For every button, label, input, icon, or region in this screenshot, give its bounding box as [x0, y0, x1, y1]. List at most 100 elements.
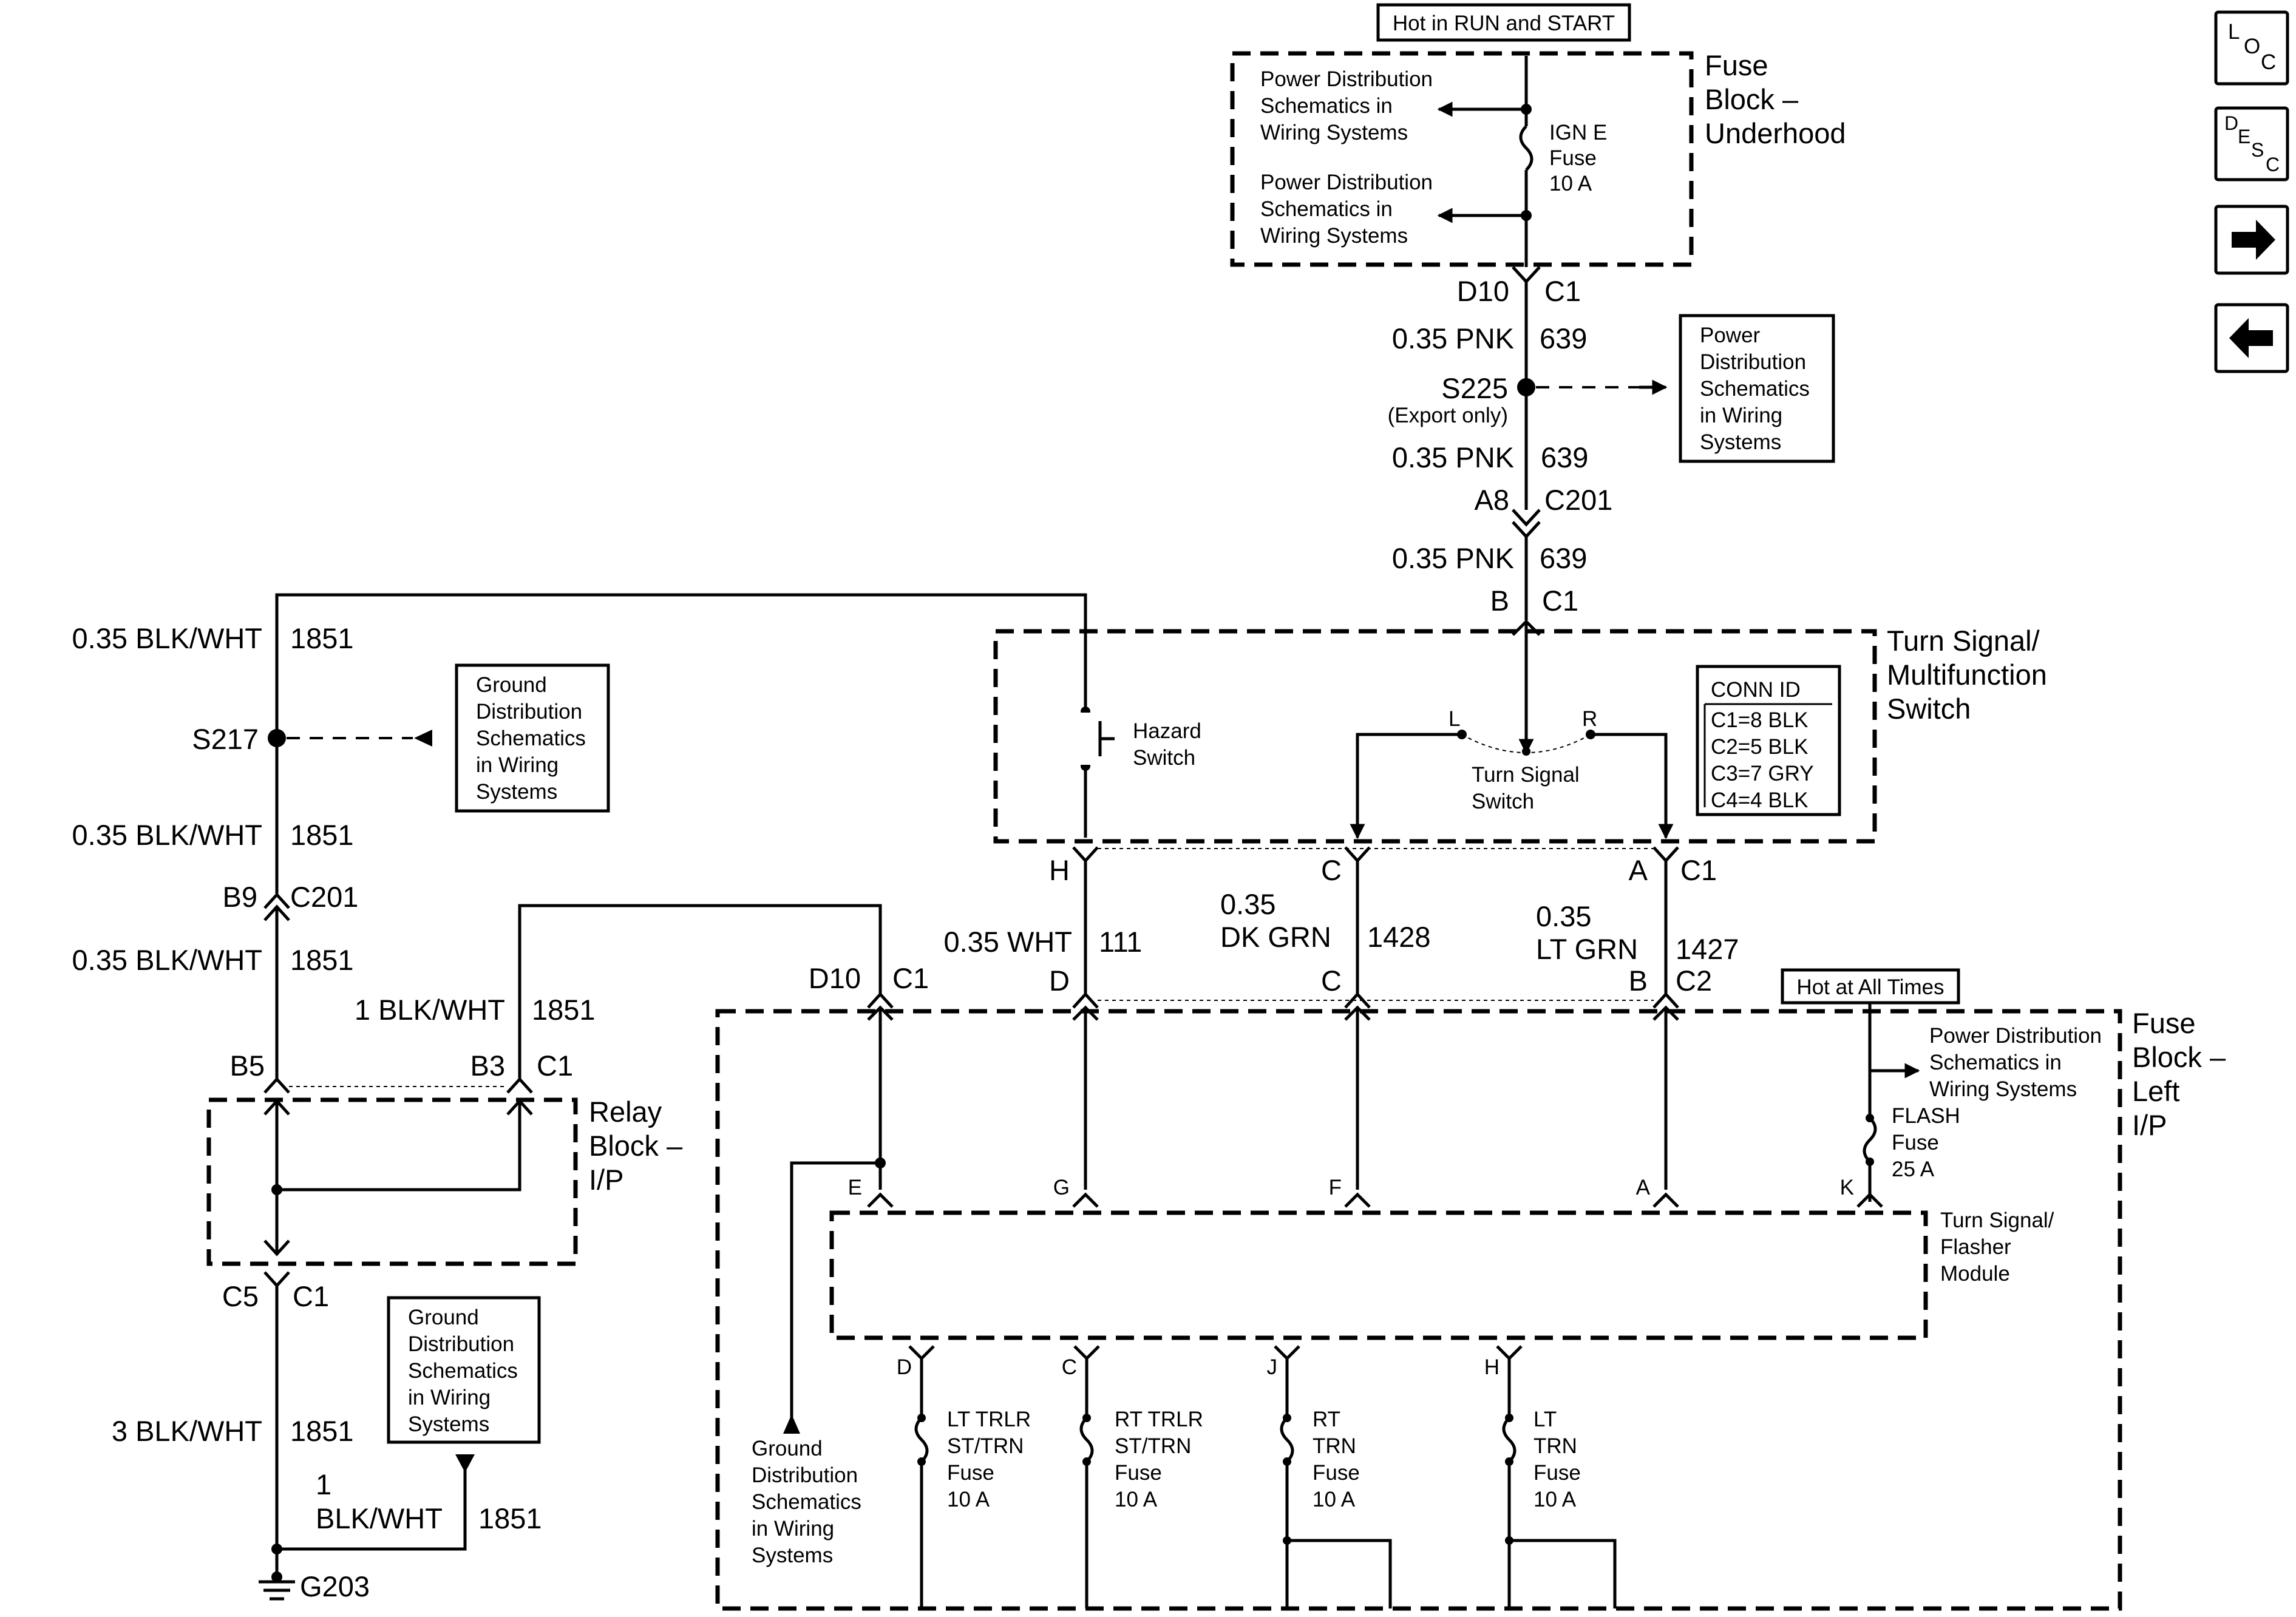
module-pin-e: E [848, 1176, 862, 1199]
fbl-power-ref-1: Power Distribution [1929, 1024, 2102, 1048]
desc-letter-s: S [2251, 139, 2264, 161]
conn2-conn: C201 [1544, 484, 1612, 516]
fuse-block-underhood-outline [1230, 51, 1694, 267]
arrow-right-icon [2232, 220, 2275, 260]
hazard-gap [1078, 713, 1093, 765]
s217-ground-ref-2: Distribution [476, 700, 582, 724]
conn-id-c3: C3=7 GRY [1711, 762, 1814, 785]
ltgrn-gauge: 0.35 [1536, 900, 1591, 932]
flasher-module-title-2: Flasher [1940, 1235, 2011, 1259]
splice-s225 [1517, 378, 1535, 396]
wire-top-gauge: 0.35 BLK/WHT [72, 622, 262, 654]
node-dot [917, 1414, 926, 1422]
splice-power-ref-1: Power [1700, 324, 1761, 347]
ground-g203-label: G203 [300, 1570, 370, 1602]
splice-s217-label: S217 [192, 723, 259, 755]
fuse3-label-2: TRN [1313, 1434, 1356, 1458]
loc-button-frame [2214, 10, 2289, 86]
wire-1blk-circuit: 1851 [532, 994, 596, 1026]
fuse3-label-1: RT [1313, 1408, 1340, 1431]
wire2-circuit: 639 [1541, 441, 1588, 473]
conn1-conn: C1 [1544, 275, 1581, 307]
loc-letter-c: C [2261, 50, 2276, 74]
switch-pin-c: C [1321, 854, 1342, 886]
fbl-title-1: Fuse [2132, 1007, 2196, 1039]
wire-g-1851 [277, 1469, 467, 1551]
switch-conn-c1: C1 [1680, 854, 1717, 886]
d10-pin: D10 [809, 962, 861, 994]
fuse4-label-3: Fuse [1533, 1461, 1581, 1485]
ltgrn-pin: B [1629, 964, 1648, 997]
fuse3-label-3: Fuse [1313, 1461, 1360, 1485]
wire-g-gauge: 1 [316, 1468, 331, 1500]
fbl-title-3: Left [2132, 1075, 2179, 1107]
output-wires: 0.35 WHT 111 0.35 DK GRN 1428 0.35 LT GR… [809, 861, 1739, 1009]
relay-bottom-arrow [263, 1239, 290, 1256]
splice-s225-label: S225 [1441, 372, 1508, 404]
module-top-pins [867, 1192, 1883, 1208]
conn3-conn: C1 [1542, 585, 1578, 617]
ign-e-fuse-label-2: Fuse [1549, 146, 1597, 170]
node-dot [1082, 1457, 1091, 1466]
g203-ground-ref-1: Ground [408, 1306, 479, 1329]
wire-low-gauge: 0.35 BLK/WHT [72, 944, 262, 976]
ground-icon [259, 1580, 295, 1601]
lower-pin-j: J [1267, 1355, 1278, 1379]
ign-e-fuse-symbol [1519, 125, 1533, 171]
g203-ground-ref-2: Distribution [408, 1332, 514, 1356]
g203-ground-ref-arrow [455, 1454, 475, 1473]
node-dot [271, 1544, 282, 1554]
hot-run-start-label-box [1376, 3, 1631, 42]
module-pin-k: K [1840, 1176, 1854, 1199]
ground-branch-wire [790, 1161, 880, 1420]
fuse4-label-4: 10 A [1533, 1488, 1577, 1511]
upward-arrows [867, 1005, 1679, 1021]
fbl-ground-ref-4: in Wiring [752, 1517, 834, 1541]
splice-s225-note: (Export only) [1388, 404, 1508, 427]
s217-ground-ref-4: in Wiring [476, 753, 559, 777]
relay-block-outline [206, 1097, 578, 1266]
connector-c201-symbol [1512, 509, 1541, 539]
connector-c5-symbol [263, 1271, 290, 1288]
relay-title-1: Relay [589, 1096, 662, 1128]
desc-button[interactable]: D E S C [2214, 106, 2289, 181]
s217-ground-ref-3: Schematics [476, 727, 586, 750]
ltgrn-color: LT GRN [1536, 933, 1638, 965]
fuse2-label-1: RT TRLR [1115, 1408, 1203, 1431]
wire-top-circuit: 1851 [290, 622, 354, 654]
splice-power-ref-2: Distribution [1700, 350, 1806, 374]
desc-letter-e: E [2238, 126, 2250, 147]
fuse1-label-2: ST/TRN [947, 1434, 1024, 1458]
turn-right-output-wire [1591, 733, 1674, 839]
arrow-left-icon [2229, 318, 2273, 358]
wire-1blk-gauge: 1 BLK/WHT [355, 994, 505, 1026]
fuse2-label-2: ST/TRN [1115, 1434, 1191, 1458]
power-ref-upper-1: Power Distribution [1260, 67, 1433, 91]
loc-button[interactable]: L O C [2214, 10, 2289, 86]
hazard-label-2: Switch [1133, 746, 1195, 770]
wire-g-circuit: 1851 [478, 1502, 542, 1534]
relay-title-3: I/P [589, 1164, 623, 1196]
flasher-module-title-1: Turn Signal/ [1940, 1209, 2054, 1232]
hot-all-times-label: Hot at All Times [1796, 975, 1944, 999]
ground-side-circuit: 0.35 BLK/WHT 1851 S217 Ground Distributi… [72, 593, 1087, 1602]
splice-power-ref-3: Schematics [1700, 377, 1810, 401]
node-dot [1283, 1414, 1291, 1422]
relay-internal-jumper [277, 1101, 521, 1192]
turn-signal-switch-outline [993, 629, 1877, 844]
lt-trlr-fuse-wire [914, 1358, 929, 1609]
relay-pin-b3: B3 [470, 1049, 506, 1082]
fuse-block-underhood-title-3: Underhood [1705, 117, 1846, 149]
loc-letter-l: L [2228, 20, 2240, 44]
relay-title-2: Block – [589, 1130, 683, 1162]
splice-s217-ref-arrow [414, 730, 432, 747]
c5-pin: C5 [222, 1280, 259, 1312]
fbl-power-ref-2: Schematics in [1929, 1051, 2062, 1074]
fuse-block-left-outline [715, 1009, 2122, 1611]
node-dot [1283, 1457, 1291, 1466]
next-page-button[interactable] [2214, 205, 2289, 275]
fuse-block-underhood-title-1: Fuse [1705, 49, 1768, 81]
lower-pin-h: H [1484, 1355, 1500, 1379]
ign-e-fuse-label-1: IGN E [1549, 121, 1607, 144]
previous-page-button[interactable] [2214, 303, 2289, 373]
